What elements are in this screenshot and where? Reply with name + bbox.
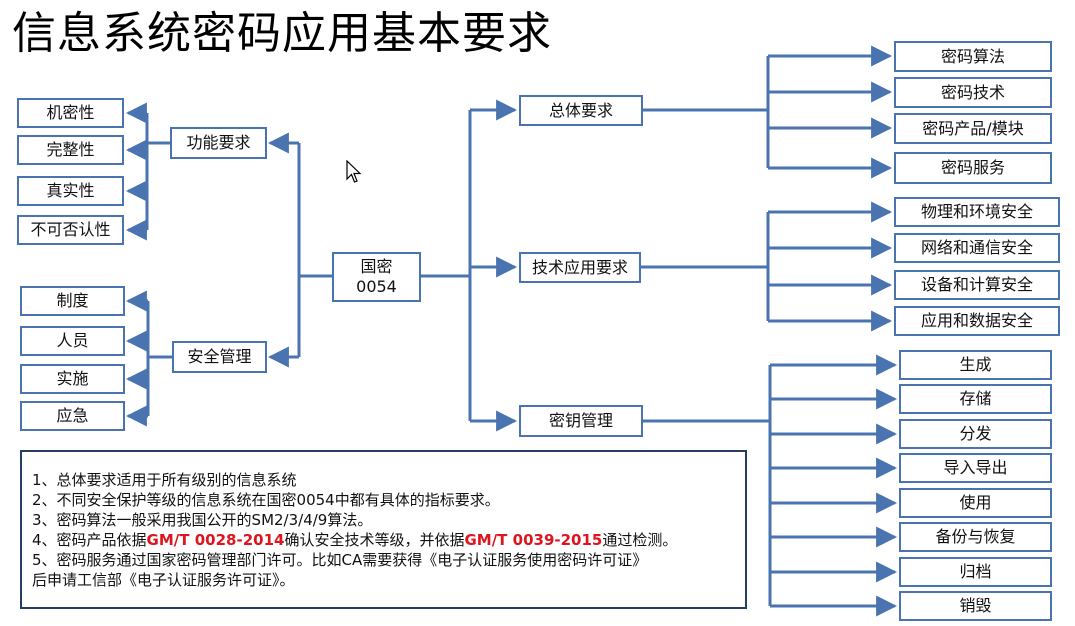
note-line-4-a: 4、密码产品依据 [32, 531, 147, 549]
node-key-backup-restore: 备份与恢复 [899, 522, 1052, 552]
note-standard-gmt-0039: GM/T 0039-2015 [464, 531, 603, 549]
node-key-generate: 生成 [899, 350, 1052, 380]
node-authenticity: 真实性 [17, 176, 124, 206]
note-line-1: 1、总体要求适用于所有级别的信息系统 [32, 471, 297, 489]
node-key-store: 存储 [899, 384, 1052, 414]
node-app-data-security: 应用和数据安全 [894, 306, 1060, 336]
node-technical-requirements: 技术应用要求 [519, 252, 641, 283]
node-physical-env-security: 物理和环境安全 [894, 197, 1060, 227]
page-title: 信息系统密码应用基本要求 [12, 8, 552, 59]
mouse-cursor-icon [346, 160, 362, 183]
node-emergency: 应急 [20, 401, 125, 431]
center-node-line2: 0054 [356, 277, 397, 296]
node-key-destroy: 销毁 [899, 591, 1052, 621]
node-general-requirements: 总体要求 [519, 95, 643, 126]
node-device-compute-security: 设备和计算安全 [894, 270, 1060, 300]
node-network-comm-security: 网络和通信安全 [894, 233, 1060, 263]
node-crypto-algorithm: 密码算法 [894, 41, 1052, 72]
note-line-5: 5、密码服务通过国家密码管理部门许可。比如CA需要获得《电子认证服务使用密码许可… [32, 551, 648, 569]
node-crypto-product-module: 密码产品/模块 [894, 113, 1052, 144]
notes-box: 1、总体要求适用于所有级别的信息系统 2、不同安全保护等级的信息系统在国密005… [20, 450, 747, 609]
node-crypto-service: 密码服务 [894, 152, 1052, 184]
note-line-6: 后申请工信部《电子认证服务许可证》。 [32, 571, 295, 589]
node-key-archive: 归档 [899, 557, 1052, 587]
node-personnel: 人员 [20, 326, 125, 356]
center-node-line1: 国密 [360, 257, 393, 276]
node-policy: 制度 [20, 286, 125, 316]
node-key-use: 使用 [899, 488, 1052, 518]
note-line-4-c: 确认安全技术等级，并依据 [284, 531, 465, 549]
node-implementation: 实施 [20, 364, 125, 394]
node-confidentiality: 机密性 [17, 98, 124, 128]
note-standard-gmt-0028: GM/T 0028-2014 [146, 531, 285, 549]
note-line-4-e: 通过检测。 [602, 531, 678, 549]
node-security-management: 安全管理 [172, 341, 267, 373]
node-key-distribute: 分发 [899, 419, 1052, 449]
center-node-gm0054: 国密 0054 [332, 252, 421, 302]
node-key-management: 密钥管理 [519, 405, 643, 437]
note-line-3: 3、密码算法一般采用我国公开的SM2/3/4/9算法。 [32, 511, 373, 529]
node-non-repudiation: 不可否认性 [17, 215, 124, 245]
node-key-import-export: 导入导出 [899, 453, 1052, 483]
node-crypto-technology: 密码技术 [894, 77, 1052, 108]
node-functional-requirements: 功能要求 [170, 127, 267, 159]
note-line-2: 2、不同安全保护等级的信息系统在国密0054中都有具体的指标要求。 [32, 491, 500, 509]
note-line-4: 4、密码产品依据GM/T 0028-2014确认安全技术等级，并依据GM/T 0… [32, 530, 735, 550]
node-integrity: 完整性 [17, 135, 124, 165]
